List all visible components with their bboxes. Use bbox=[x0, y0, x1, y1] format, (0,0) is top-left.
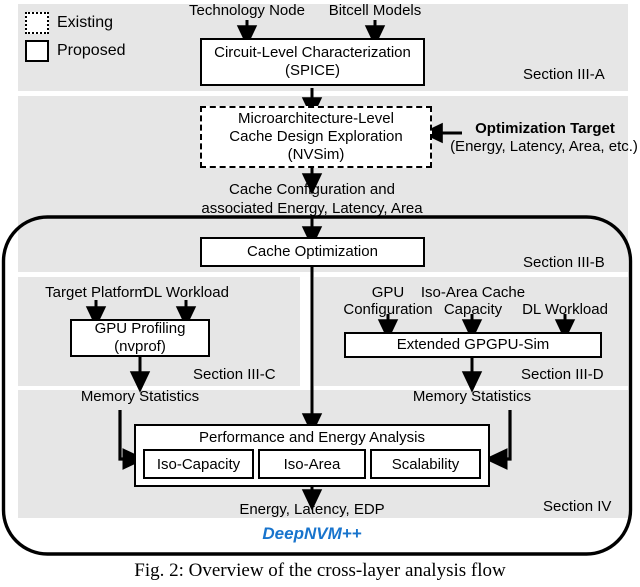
block-circuit-level-line2: (SPICE) bbox=[284, 62, 340, 79]
section-label-iii-b: Section III-B bbox=[523, 254, 605, 271]
section-label-iii-d: Section III-D bbox=[521, 366, 604, 383]
block-extended-gpgpu-sim[interactable]: Extended GPGPU-Sim bbox=[344, 332, 602, 358]
input-target-platform: Target Platform bbox=[45, 284, 147, 301]
block-microarch-line1: Microarchitecture-Level bbox=[238, 110, 394, 128]
input-iso-area-cache-line2: Capacity bbox=[443, 301, 503, 318]
input-optimization-target-line1: Optimization Target bbox=[475, 120, 615, 137]
subblock-iso-area[interactable]: Iso-Area bbox=[258, 449, 366, 479]
edge-label-cache-configuration-line1: Cache Configuration and bbox=[229, 181, 395, 198]
edge-label-memory-statistics-left: Memory Statistics bbox=[80, 388, 200, 405]
input-gpu-configuration-line1: GPU bbox=[371, 284, 405, 301]
block-cache-optimization-label: Cache Optimization bbox=[247, 243, 378, 261]
input-dl-workload-d: DL Workload bbox=[522, 301, 608, 318]
block-performance-analysis-title: Performance and Energy Analysis bbox=[199, 429, 425, 446]
block-extended-gpgpu-sim-label: Extended GPGPU-Sim bbox=[396, 336, 550, 354]
section-label-iii-a: Section III-A bbox=[523, 66, 605, 83]
legend-swatch-proposed bbox=[25, 40, 49, 62]
subblock-iso-area-label: Iso-Area bbox=[283, 455, 341, 473]
block-microarch-line3: (NVSim) bbox=[287, 145, 345, 163]
input-dl-workload-c: DL Workload bbox=[143, 284, 229, 301]
edge-label-outputs: Energy, Latency, EDP bbox=[239, 501, 385, 518]
block-gpu-profiling[interactable]: GPU Profiling (nvprof) bbox=[70, 319, 210, 357]
input-iso-area-cache-line1: Iso-Area Cache bbox=[420, 284, 526, 301]
input-technology-node: Technology Node bbox=[189, 2, 305, 19]
block-microarchitecture-cache-design-exploration[interactable]: Microarchitecture-Level Cache Design Exp… bbox=[200, 106, 432, 168]
input-bitcell-models: Bitcell Models bbox=[328, 2, 422, 19]
subblock-scalability-label: Scalability bbox=[391, 455, 460, 473]
block-cache-optimization[interactable]: Cache Optimization bbox=[200, 237, 425, 267]
input-optimization-target-line2: (Energy, Latency, Area, etc.) bbox=[450, 138, 638, 155]
subblock-iso-capacity[interactable]: Iso-Capacity bbox=[143, 449, 254, 479]
brand-label-deepnvmpp: DeepNVM++ bbox=[262, 524, 362, 543]
block-circuit-level-characterization[interactable]: Circuit-Level Characterization (SPICE) bbox=[200, 38, 425, 86]
section-label-iii-c: Section III-C bbox=[193, 366, 276, 383]
section-label-iv: Section IV bbox=[543, 498, 612, 515]
block-circuit-level-line1: Circuit-Level Characterization bbox=[214, 44, 411, 62]
subblock-iso-capacity-label: Iso-Capacity bbox=[156, 455, 241, 473]
input-gpu-configuration-line2: Configuration bbox=[343, 301, 433, 318]
block-gpu-profiling-line2: (nvprof) bbox=[114, 338, 166, 355]
figure-caption: Fig. 2: Overview of the cross-layer anal… bbox=[134, 560, 506, 581]
edge-label-cache-configuration-line2: associated Energy, Latency, Area bbox=[201, 200, 423, 217]
legend-label-proposed: Proposed bbox=[57, 42, 126, 59]
subblock-scalability[interactable]: Scalability bbox=[370, 449, 481, 479]
block-microarch-line2: Cache Design Exploration bbox=[229, 128, 403, 146]
legend-swatch-existing bbox=[25, 12, 49, 34]
edge-label-memory-statistics-right: Memory Statistics bbox=[412, 388, 532, 405]
block-gpu-profiling-line1: GPU Profiling bbox=[94, 320, 186, 338]
legend-label-existing: Existing bbox=[57, 14, 114, 31]
